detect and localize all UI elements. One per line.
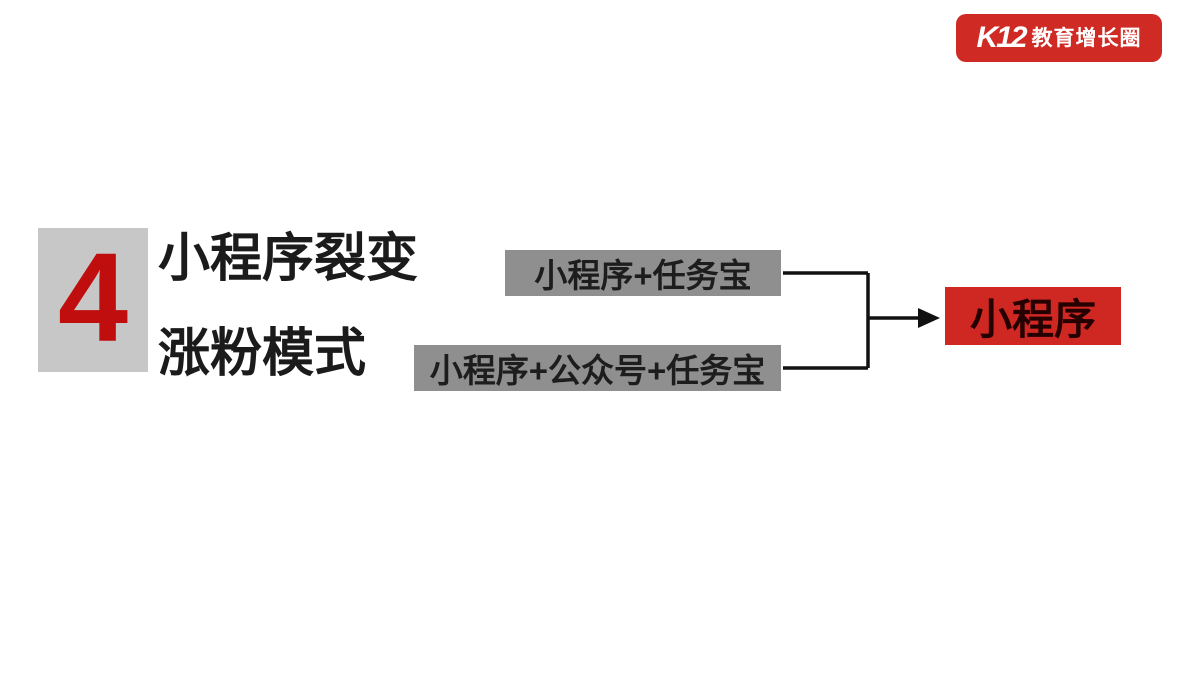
brand-logo-mark: K12 [976, 21, 1027, 54]
slide-title: 小程序裂变 涨粉模式 [158, 232, 418, 381]
slide-title-line-2: 涨粉模式 [158, 324, 367, 383]
brand-logo-label: 教育增长圈 [1031, 26, 1142, 50]
diagram-result-node: 小程序 [945, 287, 1121, 345]
section-number: 4 [57, 226, 129, 368]
brand-logo: K12 教育增长圈 [956, 14, 1162, 62]
section-number-box: 4 [38, 228, 148, 372]
arrowhead [918, 308, 940, 328]
diagram-node-miniprogram-official-taskbao: 小程序+公众号+任务宝 [414, 345, 781, 391]
diagram-node-miniprogram-taskbao: 小程序+任务宝 [505, 250, 781, 296]
slide-title-line-1: 小程序裂变 [158, 230, 419, 288]
